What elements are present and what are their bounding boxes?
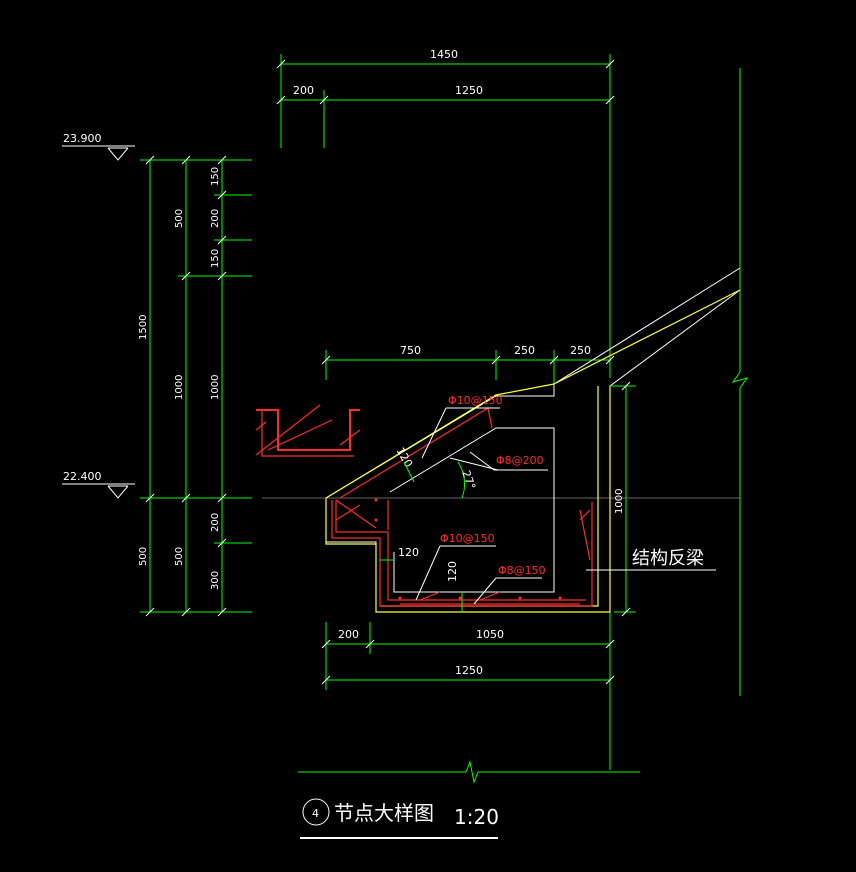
thickness-labels: 120 120 120	[380, 445, 463, 612]
dim-1000-right: 1000	[614, 489, 625, 514]
mid-dimensions: 750 250 250	[321, 344, 615, 384]
dim-1250-top: 1250	[455, 84, 483, 97]
dim-200-a: 200	[210, 209, 221, 228]
dim-200-bottom: 200	[338, 628, 359, 641]
detail-number-circle	[302, 798, 330, 826]
elevation-top: 23.900	[63, 132, 102, 145]
rebar-callouts: Φ10@150 Φ8@200 Φ10@150 Φ8@150	[415, 394, 548, 605]
dim-200-b: 200	[210, 513, 221, 532]
left-dimensions: 1500 500 500 1000 500 150 200 150 1000 2…	[138, 155, 252, 617]
right-dimension: 1000	[610, 381, 636, 617]
reinforcement	[331, 407, 593, 607]
dim-1000-outer: 1000	[174, 375, 185, 400]
dim-250-a: 250	[514, 344, 535, 357]
beam-note-label: 结构反梁	[632, 548, 704, 569]
dim-500-left-top: 500	[174, 209, 185, 228]
dim-1050: 1050	[476, 628, 504, 641]
rebar-floor-main: Φ10@150	[440, 532, 495, 545]
beam-note: 结构反梁	[586, 548, 716, 571]
title-block: 4 节点大样图 1:20	[300, 798, 499, 839]
thickness-wall: 120	[398, 546, 419, 559]
dim-1450: 1450	[430, 48, 458, 61]
thickness-slope: 120	[393, 445, 415, 470]
rebar-slope-main: Φ10@150	[448, 394, 503, 407]
elevation-bottom: 22.400	[63, 470, 102, 483]
dim-500-mid: 500	[174, 547, 185, 566]
gutter-detail-sketch	[255, 404, 361, 457]
detail-number: 4	[312, 807, 319, 820]
dim-1250-bottom: 1250	[455, 664, 483, 677]
angle-label: 27°	[459, 469, 478, 492]
dim-150-b: 150	[210, 249, 221, 268]
dim-250-b: 250	[570, 344, 591, 357]
rebar-slope-dist: Φ8@200	[496, 454, 544, 467]
elevation-marks: 23.900 22.400	[62, 132, 135, 499]
bottom-dimensions: 200 1050 1250	[321, 622, 615, 690]
top-dimensions: 1450 200 1250	[276, 48, 615, 160]
reference-lines	[262, 68, 749, 770]
dim-500-left-bottom: 500	[138, 547, 149, 566]
dim-1000-inner: 1000	[210, 375, 221, 400]
dim-200-top: 200	[293, 84, 314, 97]
detail-title: 节点大样图	[334, 801, 434, 825]
break-line	[298, 760, 640, 784]
dim-750: 750	[400, 344, 421, 357]
dim-300: 300	[210, 571, 221, 590]
dim-150-a: 150	[210, 167, 221, 186]
slope-angle: 27°	[449, 457, 499, 499]
dim-1500: 1500	[138, 315, 149, 340]
rebar-floor-dist: Φ8@150	[498, 564, 546, 577]
thickness-floor: 120	[446, 561, 459, 582]
detail-scale: 1:20	[454, 805, 499, 829]
